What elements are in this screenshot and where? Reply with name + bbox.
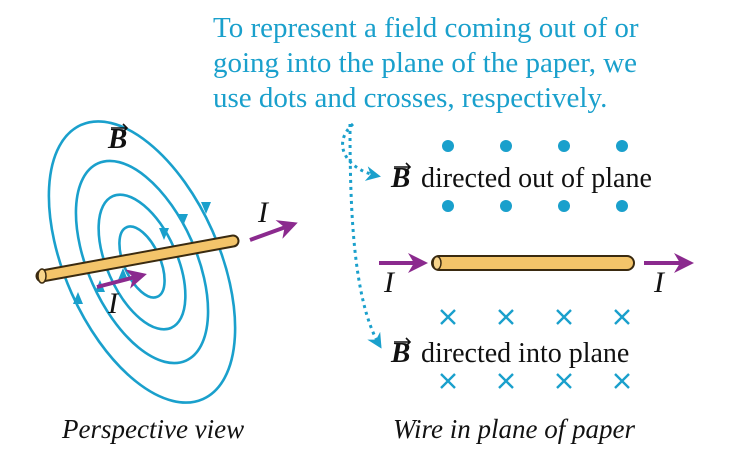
crosses-row-top — [440, 309, 630, 325]
current-label-left: I — [383, 266, 396, 299]
wire-in-plane-figure: B directed out of plane I I B directed i… — [379, 140, 694, 444]
wire-in-plane-caption: Wire in plane of paper — [393, 414, 635, 444]
vector-arrow-b-into — [394, 337, 412, 347]
field-dot — [500, 200, 512, 212]
pointer-arrow-into — [348, 123, 382, 349]
into-plane-label: directed into plane — [421, 338, 629, 369]
field-cross — [556, 309, 572, 325]
perspective-view-caption: Perspective view — [61, 414, 244, 444]
caption-line-2: going into the plane of the paper, we — [213, 47, 637, 79]
current-label-right: I — [653, 266, 666, 299]
field-arrow-4 — [73, 292, 83, 304]
b-field-label-out: B — [390, 162, 410, 194]
b-field-label: B — [107, 123, 127, 155]
field-dot — [558, 140, 570, 152]
perspective-view-figure: B I I Perspective view — [35, 120, 298, 444]
field-cross — [498, 373, 514, 389]
field-arrow-3 — [159, 228, 169, 240]
field-dot — [616, 200, 628, 212]
field-arrow-1 — [201, 202, 211, 214]
field-cross — [614, 309, 630, 325]
field-dot — [500, 140, 512, 152]
vector-arrow-b-out — [394, 162, 412, 172]
current-label-outer: I — [257, 196, 270, 229]
dots-row-bottom — [442, 200, 628, 212]
field-dot — [442, 200, 454, 212]
caption-line-1: To represent a field coming out of or — [213, 12, 639, 44]
vector-arrow-b-left — [111, 123, 129, 133]
field-cross — [556, 373, 572, 389]
field-cross — [614, 373, 630, 389]
field-arrow-2 — [178, 214, 188, 226]
wire-perspective — [37, 236, 238, 281]
pointer-arrow-out — [341, 122, 381, 181]
field-cross — [440, 309, 456, 325]
b-field-label-into: B — [390, 337, 410, 369]
field-loop-outer — [47, 120, 237, 404]
field-cross — [498, 309, 514, 325]
dots-row-top — [442, 140, 628, 152]
wire-in-plane — [431, 255, 635, 271]
field-dot — [558, 200, 570, 212]
caption-line-3: use dots and crosses, respectively. — [213, 82, 607, 114]
field-dot — [442, 140, 454, 152]
wire-in-plane-end-cap — [432, 255, 442, 271]
out-of-plane-label: directed out of plane — [421, 163, 652, 194]
wire-end-cap — [37, 268, 47, 284]
field-cross — [440, 373, 456, 389]
field-loop-3 — [74, 159, 210, 365]
current-arrow-outer — [249, 220, 298, 242]
field-dot — [616, 140, 628, 152]
current-label-inner: I — [107, 287, 120, 320]
current-arrow-inner — [96, 269, 147, 289]
crosses-row-bottom — [440, 373, 630, 389]
